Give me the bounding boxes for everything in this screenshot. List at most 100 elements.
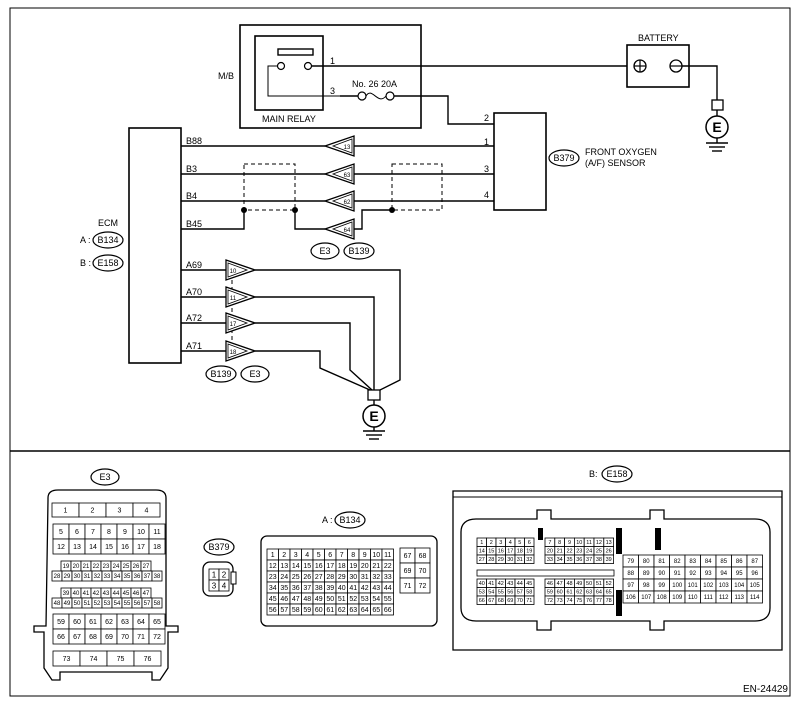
svg-text:61: 61 xyxy=(326,607,334,614)
pin-cell: 81 xyxy=(653,554,670,568)
svg-text:29: 29 xyxy=(64,574,71,580)
svg-text:69: 69 xyxy=(105,634,113,641)
svg-text:36: 36 xyxy=(292,585,300,592)
svg-text:65: 65 xyxy=(606,590,612,596)
svg-text:64: 64 xyxy=(137,619,145,626)
pin-cell: 17 xyxy=(505,546,516,556)
svg-text:32: 32 xyxy=(372,574,380,581)
battery-ground-terminal xyxy=(711,99,724,111)
pin-cell: 7 xyxy=(335,548,348,561)
pin-cell: 72 xyxy=(414,577,431,594)
pin-cell: 23 xyxy=(266,570,279,583)
svg-text:3: 3 xyxy=(118,507,122,514)
svg-text:37: 37 xyxy=(586,557,592,563)
e3-tag xyxy=(90,468,120,486)
svg-text:1: 1 xyxy=(271,552,275,559)
svg-text:44: 44 xyxy=(113,591,120,597)
svg-text:84: 84 xyxy=(705,559,712,565)
svg-text:5: 5 xyxy=(518,540,521,546)
svg-text:52: 52 xyxy=(349,596,357,603)
svg-text:41: 41 xyxy=(488,581,494,587)
pin-cell: 101 xyxy=(684,578,701,592)
pin-cell: 33 xyxy=(101,570,113,582)
svg-text:66: 66 xyxy=(57,634,65,641)
svg-text:49: 49 xyxy=(576,581,582,587)
pin-cell: 75 xyxy=(106,650,135,667)
pin-cell: 4 xyxy=(218,579,230,592)
svg-text:76: 76 xyxy=(144,656,152,663)
svg-text:70: 70 xyxy=(419,568,427,575)
pin-cell: 18 xyxy=(335,559,348,572)
svg-text:83: 83 xyxy=(689,559,696,565)
pin-cell: 97 xyxy=(622,578,639,592)
pin-cell: 30 xyxy=(71,570,83,582)
svg-text:95: 95 xyxy=(736,571,743,577)
svg-text:56: 56 xyxy=(507,590,513,596)
sensor-pin-4: 4 xyxy=(484,190,489,200)
inline-connector-17: 17 xyxy=(225,312,257,334)
pin-cell: 52 xyxy=(91,597,103,609)
svg-text:46: 46 xyxy=(280,596,288,603)
svg-text:8: 8 xyxy=(107,529,111,536)
pin-cell: 67 xyxy=(486,595,497,605)
svg-text:68: 68 xyxy=(89,634,97,641)
pin-cell: 59 xyxy=(301,603,314,616)
pin-cell: 2 xyxy=(278,548,291,561)
pin-cell: 61 xyxy=(564,587,575,597)
pin-cell: 5 xyxy=(312,548,325,561)
pin-cell: 44 xyxy=(514,578,525,588)
pin-cell: 23 xyxy=(100,560,112,572)
pin-cell: 42 xyxy=(358,581,371,594)
svg-text:71: 71 xyxy=(137,634,145,641)
pin-cell: 51 xyxy=(593,578,605,588)
svg-text:22: 22 xyxy=(384,563,392,570)
pin-cell: 59 xyxy=(52,613,70,630)
ecm-label: ECM xyxy=(98,218,118,228)
svg-text:11: 11 xyxy=(384,552,391,559)
pin-cell: 48 xyxy=(564,578,575,588)
pin-cell: 58 xyxy=(524,587,535,597)
pin-cell: 62 xyxy=(335,603,348,616)
pin-cell: 29 xyxy=(61,570,73,582)
pin-cell: 10 xyxy=(574,537,585,547)
svg-text:5: 5 xyxy=(317,552,321,559)
pin-cell: 70 xyxy=(414,562,431,579)
pin-cell: 33 xyxy=(544,554,556,564)
pin-cell: 2 xyxy=(486,537,497,547)
pin-cell: 29 xyxy=(335,570,348,583)
svg-text:40: 40 xyxy=(479,581,485,587)
pin-cell: 23 xyxy=(574,546,585,556)
svg-text:33: 33 xyxy=(384,574,392,581)
svg-text:67: 67 xyxy=(73,634,81,641)
svg-text:59: 59 xyxy=(547,590,553,596)
pin-cell: 79 xyxy=(622,554,639,568)
pin-cell: 77 xyxy=(593,595,605,605)
pin-cell: 49 xyxy=(61,597,73,609)
joint-tag-e3-lower xyxy=(240,365,270,383)
pin-cell: 35 xyxy=(564,554,575,564)
pin-cell: 46 xyxy=(278,592,291,605)
svg-text:3: 3 xyxy=(499,540,502,546)
svg-text:66: 66 xyxy=(479,598,485,604)
ecm-conn-a-tag xyxy=(92,231,124,249)
svg-text:28: 28 xyxy=(54,574,61,580)
svg-text:61: 61 xyxy=(89,619,97,626)
pin-cell: 5 xyxy=(514,537,525,547)
pin-cell: 1 xyxy=(51,502,80,518)
pin-cell: 48 xyxy=(301,592,314,605)
svg-text:6: 6 xyxy=(528,540,531,546)
svg-text:47: 47 xyxy=(143,591,150,597)
pin-cell: 44 xyxy=(110,587,122,599)
svg-text:78: 78 xyxy=(606,598,612,604)
pin-cell: 71 xyxy=(132,628,150,645)
svg-text:72: 72 xyxy=(547,598,553,604)
svg-text:60: 60 xyxy=(73,619,81,626)
sensor-pin-2: 2 xyxy=(484,113,489,123)
ecm-conn-b-prefix: B : xyxy=(80,258,91,268)
pin-cell: 14 xyxy=(476,546,487,556)
svg-text:28: 28 xyxy=(326,574,334,581)
shield-left xyxy=(243,163,296,211)
svg-text:15: 15 xyxy=(105,544,113,551)
svg-text:27: 27 xyxy=(143,564,150,570)
pin-cell: 55 xyxy=(495,587,506,597)
